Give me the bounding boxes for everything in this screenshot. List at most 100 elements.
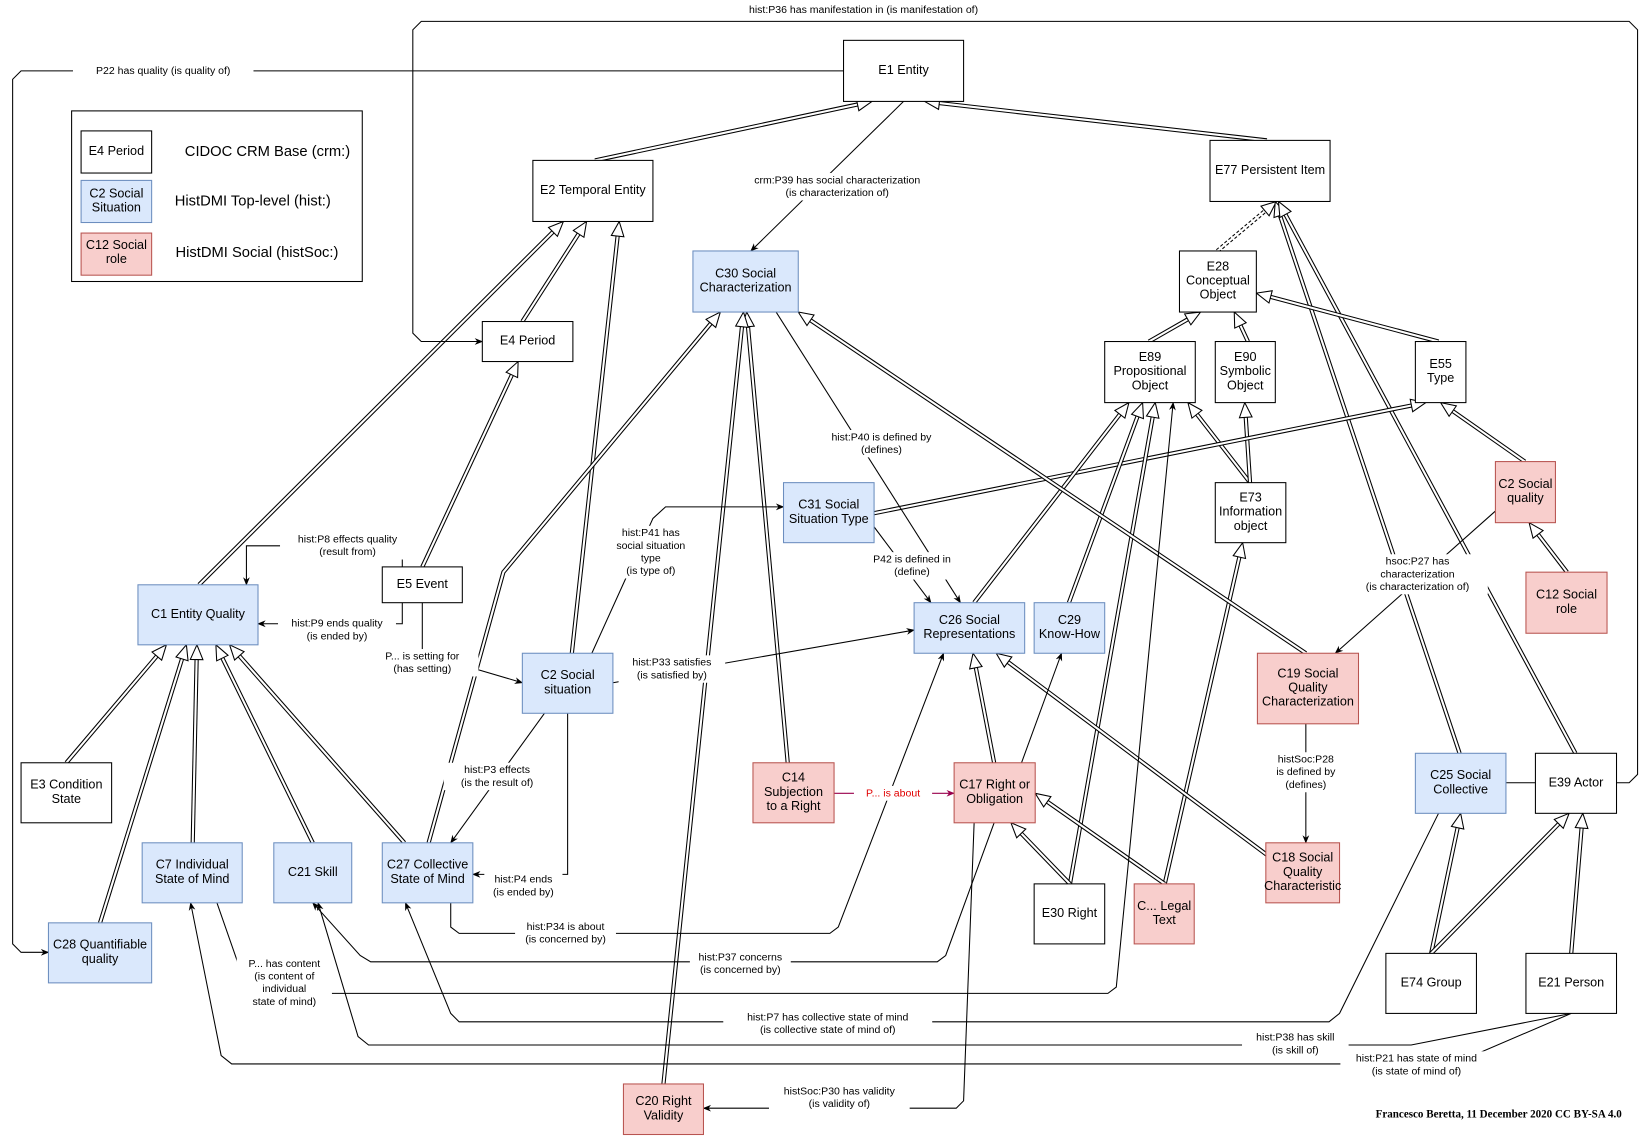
edge-label-text: histSoc:P30 has validity(is validity of) bbox=[784, 1085, 896, 1110]
class-node-c1[interactable]: C1 Entity Quality bbox=[137, 584, 259, 646]
class-box[interactable] bbox=[1414, 752, 1507, 814]
edge-label-p30: histSoc:P30 has validity(is validity of) bbox=[768, 1083, 910, 1112]
class-box[interactable] bbox=[692, 250, 799, 313]
class-box[interactable] bbox=[782, 482, 875, 544]
class-label: E74 Group bbox=[1401, 976, 1462, 990]
edges-layer bbox=[12, 20, 1639, 1112]
class-box[interactable] bbox=[1256, 652, 1360, 725]
subclass-line-inner bbox=[1148, 318, 1189, 343]
edge-label-text: hist:P40 is defined by(defines) bbox=[831, 431, 932, 456]
class-box[interactable] bbox=[141, 842, 243, 904]
subclass-line-inner bbox=[99, 658, 184, 924]
class-box[interactable] bbox=[381, 842, 474, 904]
class-node-e5[interactable]: E5 Event bbox=[381, 566, 463, 604]
hollow-arrow-icon bbox=[734, 310, 749, 328]
edge-i_E74_C25 bbox=[1429, 812, 1465, 954]
edge-label-psetting: P... is setting for(has setting) bbox=[366, 649, 479, 677]
class-box[interactable] bbox=[752, 762, 835, 824]
subclass-line-inner bbox=[427, 322, 712, 844]
class-box[interactable] bbox=[381, 566, 463, 604]
hollow-arrow-icon bbox=[228, 643, 246, 661]
class-box[interactable] bbox=[622, 1083, 704, 1136]
edge-label-background bbox=[689, 950, 791, 978]
class-box[interactable] bbox=[1494, 461, 1556, 524]
class-box[interactable] bbox=[953, 762, 1036, 824]
class-box[interactable] bbox=[1214, 482, 1287, 544]
class-node-c21[interactable]: C21 Skill bbox=[273, 842, 353, 904]
class-box[interactable] bbox=[1385, 952, 1477, 1014]
class-box[interactable] bbox=[1414, 341, 1467, 404]
class-box[interactable] bbox=[1104, 341, 1196, 404]
class-node-e74[interactable]: E74 Group bbox=[1385, 952, 1477, 1014]
class-box[interactable] bbox=[1525, 952, 1618, 1014]
hollow-arrow-icon bbox=[995, 652, 1013, 669]
class-box[interactable] bbox=[1525, 571, 1608, 634]
class-box[interactable] bbox=[1033, 883, 1106, 945]
class-node-e77[interactable]: E77 Persistent Item bbox=[1209, 139, 1331, 202]
class-box[interactable] bbox=[137, 584, 259, 646]
subclass-line-inner bbox=[570, 236, 619, 654]
class-label: E4 Period bbox=[500, 334, 555, 348]
class-label: C21 Skill bbox=[288, 865, 338, 879]
class-box[interactable] bbox=[47, 922, 153, 984]
subclass-line-inner bbox=[1239, 324, 1249, 342]
class-box[interactable] bbox=[481, 320, 574, 363]
class-node-e39[interactable]: E39 Actor bbox=[1534, 752, 1618, 814]
subclass-line-inner bbox=[1570, 827, 1583, 954]
class-box[interactable] bbox=[1534, 752, 1618, 814]
class-node-e30[interactable]: E30 Right bbox=[1033, 883, 1106, 945]
class-box[interactable] bbox=[1133, 883, 1195, 945]
class-box[interactable] bbox=[1265, 842, 1341, 904]
class-box[interactable] bbox=[843, 39, 965, 102]
subclass-line-inner bbox=[65, 655, 158, 764]
hollow-arrow-icon bbox=[1277, 200, 1292, 219]
class-box[interactable] bbox=[20, 762, 113, 824]
class-box[interactable] bbox=[1209, 139, 1331, 202]
property-line bbox=[316, 902, 1572, 1046]
class-node-e21[interactable]: E21 Person bbox=[1525, 952, 1618, 1014]
class-box[interactable] bbox=[273, 842, 353, 904]
class-node-e1[interactable]: E1 Entity bbox=[843, 39, 965, 102]
class-box[interactable] bbox=[532, 159, 654, 223]
class-box[interactable] bbox=[1178, 250, 1257, 313]
class-box[interactable] bbox=[1033, 602, 1106, 654]
class-box[interactable] bbox=[913, 602, 1026, 654]
class-box[interactable] bbox=[521, 652, 614, 714]
legend-swatch-crm-label: E4 Period bbox=[89, 144, 144, 158]
edge-label-background bbox=[1242, 1030, 1349, 1058]
class-box[interactable] bbox=[1214, 341, 1276, 404]
class-node-e4[interactable]: E4 Period bbox=[481, 320, 574, 363]
subclass-line-inner bbox=[1278, 215, 1461, 754]
subclass-line-inner bbox=[191, 659, 198, 843]
edge-i_E30_E89 bbox=[1067, 401, 1160, 885]
hollow-arrow-icon bbox=[1183, 311, 1202, 326]
class-node-e2[interactable]: E2 Temporal Entity bbox=[532, 159, 654, 223]
